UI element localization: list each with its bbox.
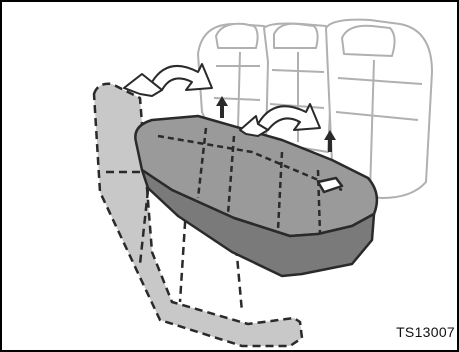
figure-code-label: TS13007: [396, 325, 455, 339]
